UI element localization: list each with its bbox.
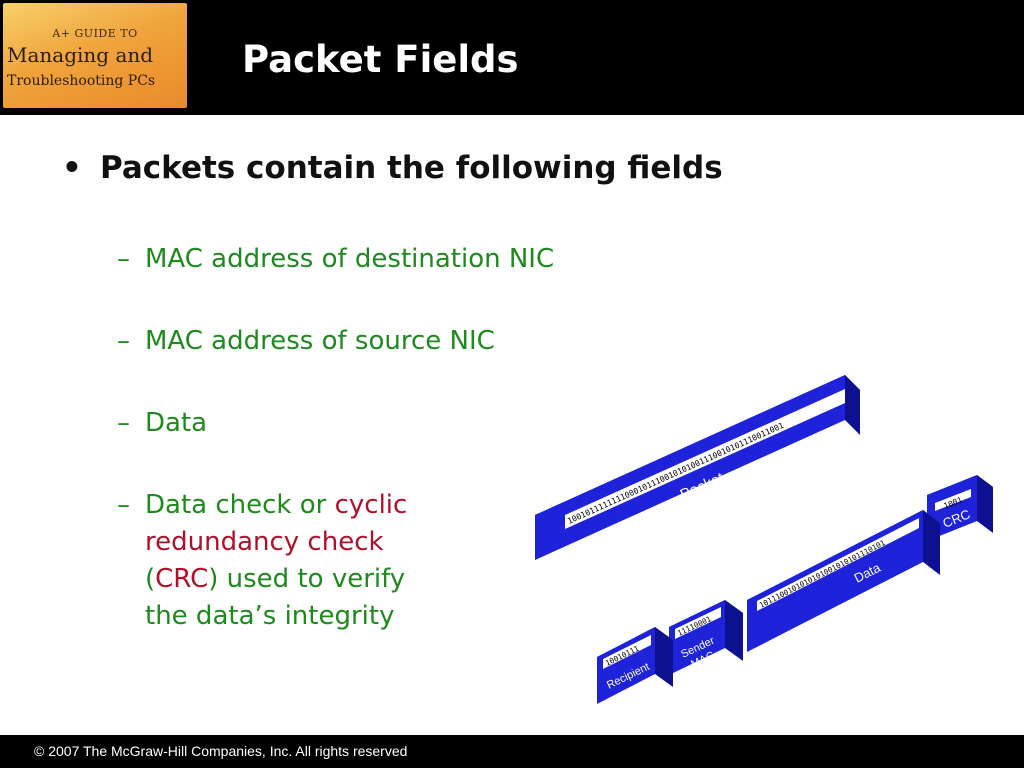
sub-item-text: Data xyxy=(145,408,208,438)
logo-line-1: A+ GUIDE TO xyxy=(52,27,138,40)
sub-item-crc: –Data check or cyclic redundancy check (… xyxy=(117,490,408,631)
bullet-dot-icon: • xyxy=(62,150,82,186)
footer-bar: © 2007 The McGraw-Hill Companies, Inc. A… xyxy=(0,735,1024,768)
sub-item-source-mac: –MAC address of source NIC xyxy=(117,326,495,356)
title-bar: A+ GUIDE TO Managing and Troubleshooting… xyxy=(0,0,1024,115)
packet-diagram: 1001011111111000101110010101001110010101… xyxy=(535,375,993,704)
sub-item-destination-mac: –MAC address of destination NIC xyxy=(117,244,555,274)
paren-open: ( xyxy=(145,564,156,594)
main-bullet: • Packets contain the following fields xyxy=(62,150,723,186)
slide-title: Packet Fields xyxy=(242,38,519,81)
main-bullet-text: Packets contain the following fields xyxy=(100,150,723,186)
recipient-mac-block: 10010111 Recipient MAC xyxy=(597,627,673,704)
sub-item-text: ) used to verify xyxy=(208,564,406,594)
term-cyclic: cyclic xyxy=(334,490,408,520)
sub-item-data: –Data xyxy=(117,408,208,438)
term-crc: CRC xyxy=(155,564,209,594)
sub-item-text: MAC address of source NIC xyxy=(145,326,495,356)
term-redundancy-check: redundancy check xyxy=(145,527,384,557)
packet-bits: 1001011111111000101110010101001110010101… xyxy=(566,421,785,526)
book-logo: A+ GUIDE TO Managing and Troubleshooting… xyxy=(3,3,187,108)
copyright-text: © 2007 The McGraw-Hill Companies, Inc. A… xyxy=(34,743,408,759)
data-block: 1011100101010101001010101110101 Data xyxy=(747,510,940,652)
sub-item-text: Data check or xyxy=(145,490,335,520)
sub-item-text: MAC address of destination NIC xyxy=(145,244,555,274)
sub-item-text: the data’s integrity xyxy=(145,601,395,631)
packet-block: 1001011111111000101110010101001110010101… xyxy=(535,375,860,560)
logo-line-2: Managing and xyxy=(7,43,154,67)
logo-line-3: Troubleshooting PCs xyxy=(7,73,156,89)
sender-mac-block: 11110001 Sender MAC xyxy=(669,600,743,675)
